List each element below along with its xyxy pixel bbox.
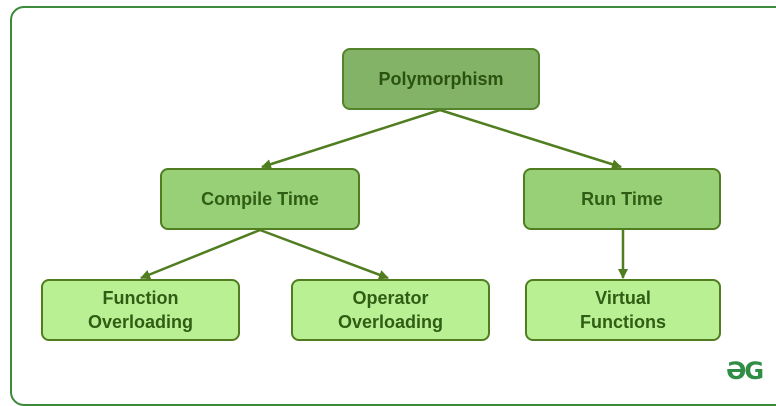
gfg-logo: ƏG [726,357,764,385]
node-run-time: Run Time [523,168,721,230]
node-virtual-functions: Virtual Functions [525,279,721,341]
node-operator-overloading: Operator Overloading [291,279,490,341]
edge-polymorphism-compile-time [261,108,441,170]
node-polymorphism: Polymorphism [342,48,540,110]
node-function-overloading: Function Overloading [41,279,240,341]
node-compile-time: Compile Time [160,168,360,230]
edges-layer [140,108,628,280]
edge-polymorphism-run-time [439,108,622,170]
edge-compile-time-function-overloading [140,228,261,280]
edge-compile-time-operator-overloading [259,228,389,280]
